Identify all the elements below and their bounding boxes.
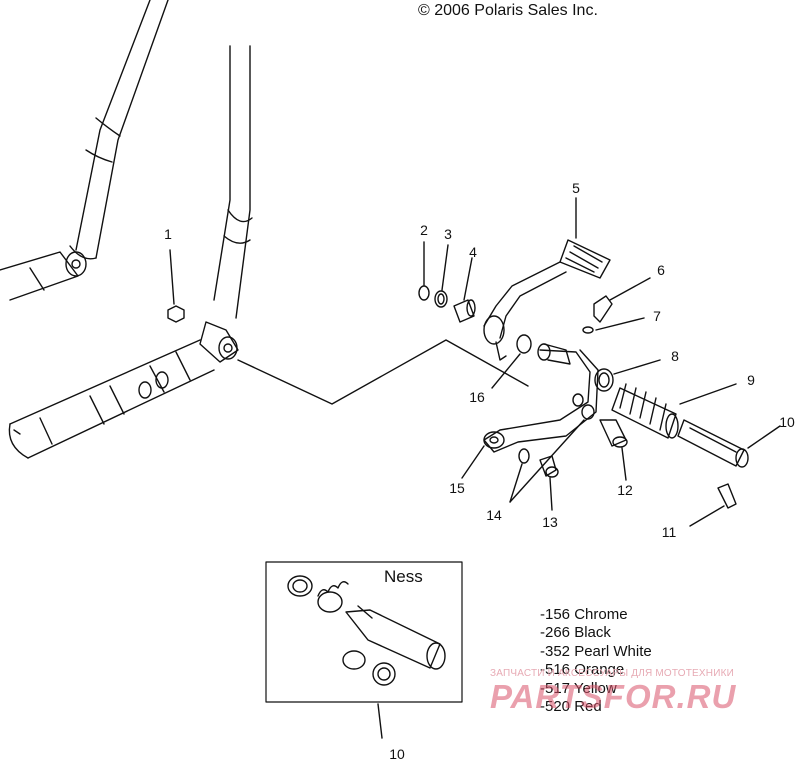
- callout-10-main: 10: [779, 414, 795, 430]
- callout-3: 3: [444, 226, 452, 242]
- variant-item: -266 Black: [540, 624, 611, 642]
- pin-part: [593, 277, 651, 323]
- variant-item: -516 Orange: [540, 661, 625, 679]
- inset-box: [265, 561, 463, 739]
- callout-1: 1: [164, 226, 172, 242]
- watermark-tagline: ЗАПЧАСТИ И АКСЕССУАРЫ ДЛЯ МОТОТЕХНИКИ: [490, 668, 735, 679]
- variant-item: -352 Pearl White: [540, 642, 652, 660]
- cotter-part: [689, 483, 737, 527]
- callout-16: 16: [469, 389, 485, 405]
- callout-2: 2: [420, 222, 428, 238]
- bushing-part: [453, 257, 476, 323]
- callout-7: 7: [653, 308, 661, 324]
- callout-9: 9: [747, 372, 755, 388]
- callout-6: 6: [657, 262, 665, 278]
- nut-part: [167, 249, 185, 323]
- callout-12: 12: [617, 482, 633, 498]
- washer-16-part: [491, 334, 532, 389]
- footpeg-core-part: [677, 419, 781, 468]
- washer-14-parts: [509, 404, 595, 503]
- callout-5: 5: [572, 180, 580, 196]
- frame-tube-center: [199, 45, 253, 363]
- footpeg-rubber-part: [611, 383, 737, 439]
- callout-11: 11: [661, 524, 677, 540]
- callout-4: 4: [469, 244, 477, 260]
- footpeg-bracket-part: [461, 343, 599, 479]
- copyright-text: © 2006 Polaris Sales Inc.: [418, 2, 598, 19]
- inset-brand-label: Ness: [384, 567, 423, 586]
- frame-rail-lower: [8, 339, 215, 459]
- callout-14: 14: [486, 507, 502, 523]
- assembly-leader-line: [237, 339, 529, 405]
- callout-15: 15: [449, 480, 465, 496]
- callout-8: 8: [671, 348, 679, 364]
- variant-item: -517 Yellow: [540, 679, 617, 697]
- bolt-13-part: [539, 455, 559, 511]
- variant-item: -156 Chrome: [540, 606, 628, 623]
- color-variant-list: -156 Chrome -266 Black -352 Pearl White …: [540, 606, 652, 716]
- callout-13: 13: [542, 514, 558, 530]
- washer-parts: [418, 241, 449, 308]
- clip-part: [582, 317, 645, 334]
- pivot-bolt-part: [599, 419, 628, 481]
- watermark-logo: PARTSFOR.RU: [490, 678, 737, 715]
- brake-pedal-part: [483, 197, 611, 361]
- variant-item: -520 Red: [540, 698, 602, 716]
- callout-10-inset: 10: [389, 746, 405, 762]
- frame-tube-left: [0, 0, 169, 301]
- washer-8-part: [594, 359, 661, 392]
- watermark: ЗАПЧАСТИ И АКСЕССУАРЫ ДЛЯ МОТОТЕХНИКИ PA…: [490, 668, 790, 715]
